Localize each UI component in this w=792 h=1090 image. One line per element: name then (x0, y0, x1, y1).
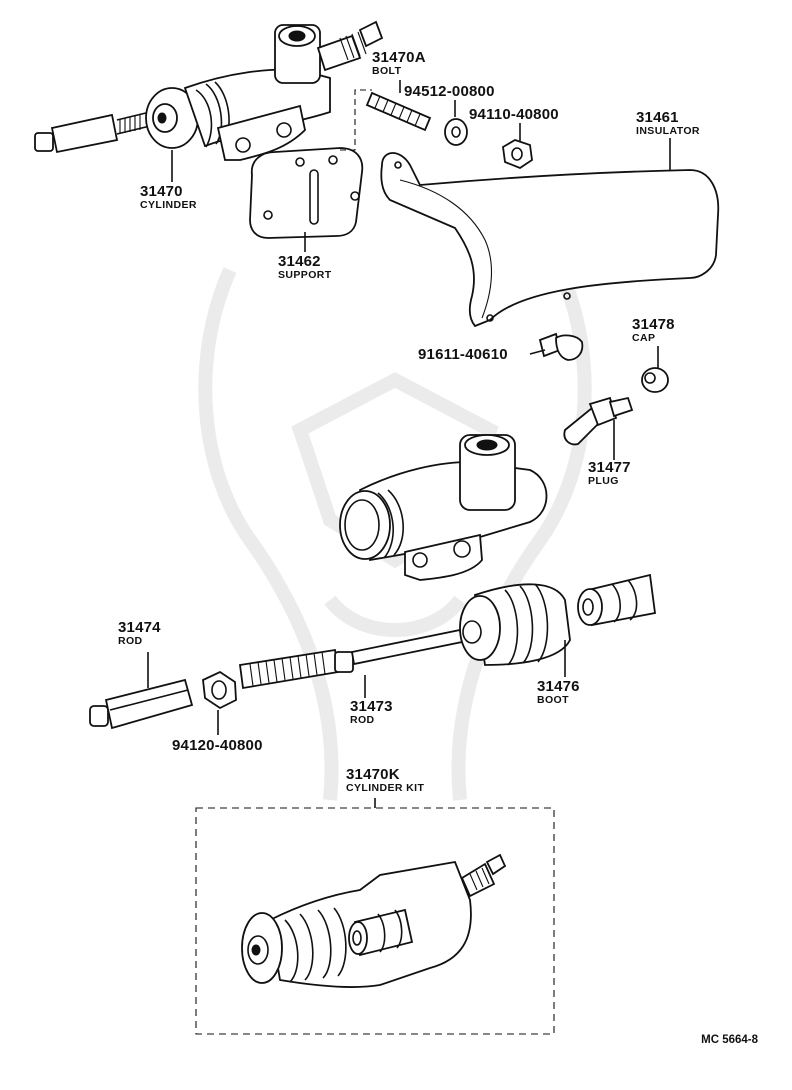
insulator[interactable] (380, 152, 720, 328)
adjuster-rod[interactable] (89, 678, 194, 730)
cylinder-body[interactable] (339, 434, 548, 581)
callout-31461: 31461 INSULATOR (636, 109, 700, 137)
callout-31462: 31462 SUPPORT (278, 253, 332, 281)
flange-bolt[interactable] (538, 332, 584, 361)
callout-31470: 31470 CYLINDER (140, 183, 197, 211)
diagram-code: MC 5664-8 (701, 1034, 758, 1046)
callout-31476: 31476 BOOT (537, 678, 580, 706)
lock-nut[interactable] (202, 670, 237, 710)
bolt-position-leader (340, 89, 372, 151)
bolt[interactable] (365, 91, 432, 132)
callout-31474: 31474 ROD (118, 619, 161, 647)
callout-31470k: 31470K CYLINDER KIT (346, 766, 425, 794)
cylinder-assembly-top[interactable] (34, 20, 384, 161)
nut[interactable] (502, 139, 533, 170)
piston[interactable] (577, 573, 657, 627)
leader-lines (147, 80, 671, 808)
callout-94120-40800: 94120-40800 (172, 737, 263, 754)
bleeder-plug[interactable] (563, 396, 634, 446)
callout-94110-40800: 94110-40800 (469, 106, 559, 123)
callout-91611-40610: 91611-40610 (418, 346, 508, 363)
push-rod[interactable] (238, 628, 464, 690)
callout-31473: 31473 ROD (350, 698, 393, 726)
cylinder-kit-frame (195, 807, 555, 1035)
support-bracket[interactable] (249, 147, 364, 239)
bleeder-cap[interactable] (641, 367, 669, 393)
callout-31477: 31477 PLUG (588, 459, 631, 487)
dust-boot[interactable] (459, 583, 571, 666)
cylinder-kit-assembly[interactable] (241, 853, 507, 988)
callout-31470a: 31470A BOLT (372, 49, 426, 77)
washer[interactable] (444, 118, 468, 146)
callout-31478: 31478 CAP (632, 316, 675, 344)
callout-94512-00800: 94512-00800 (404, 83, 495, 100)
